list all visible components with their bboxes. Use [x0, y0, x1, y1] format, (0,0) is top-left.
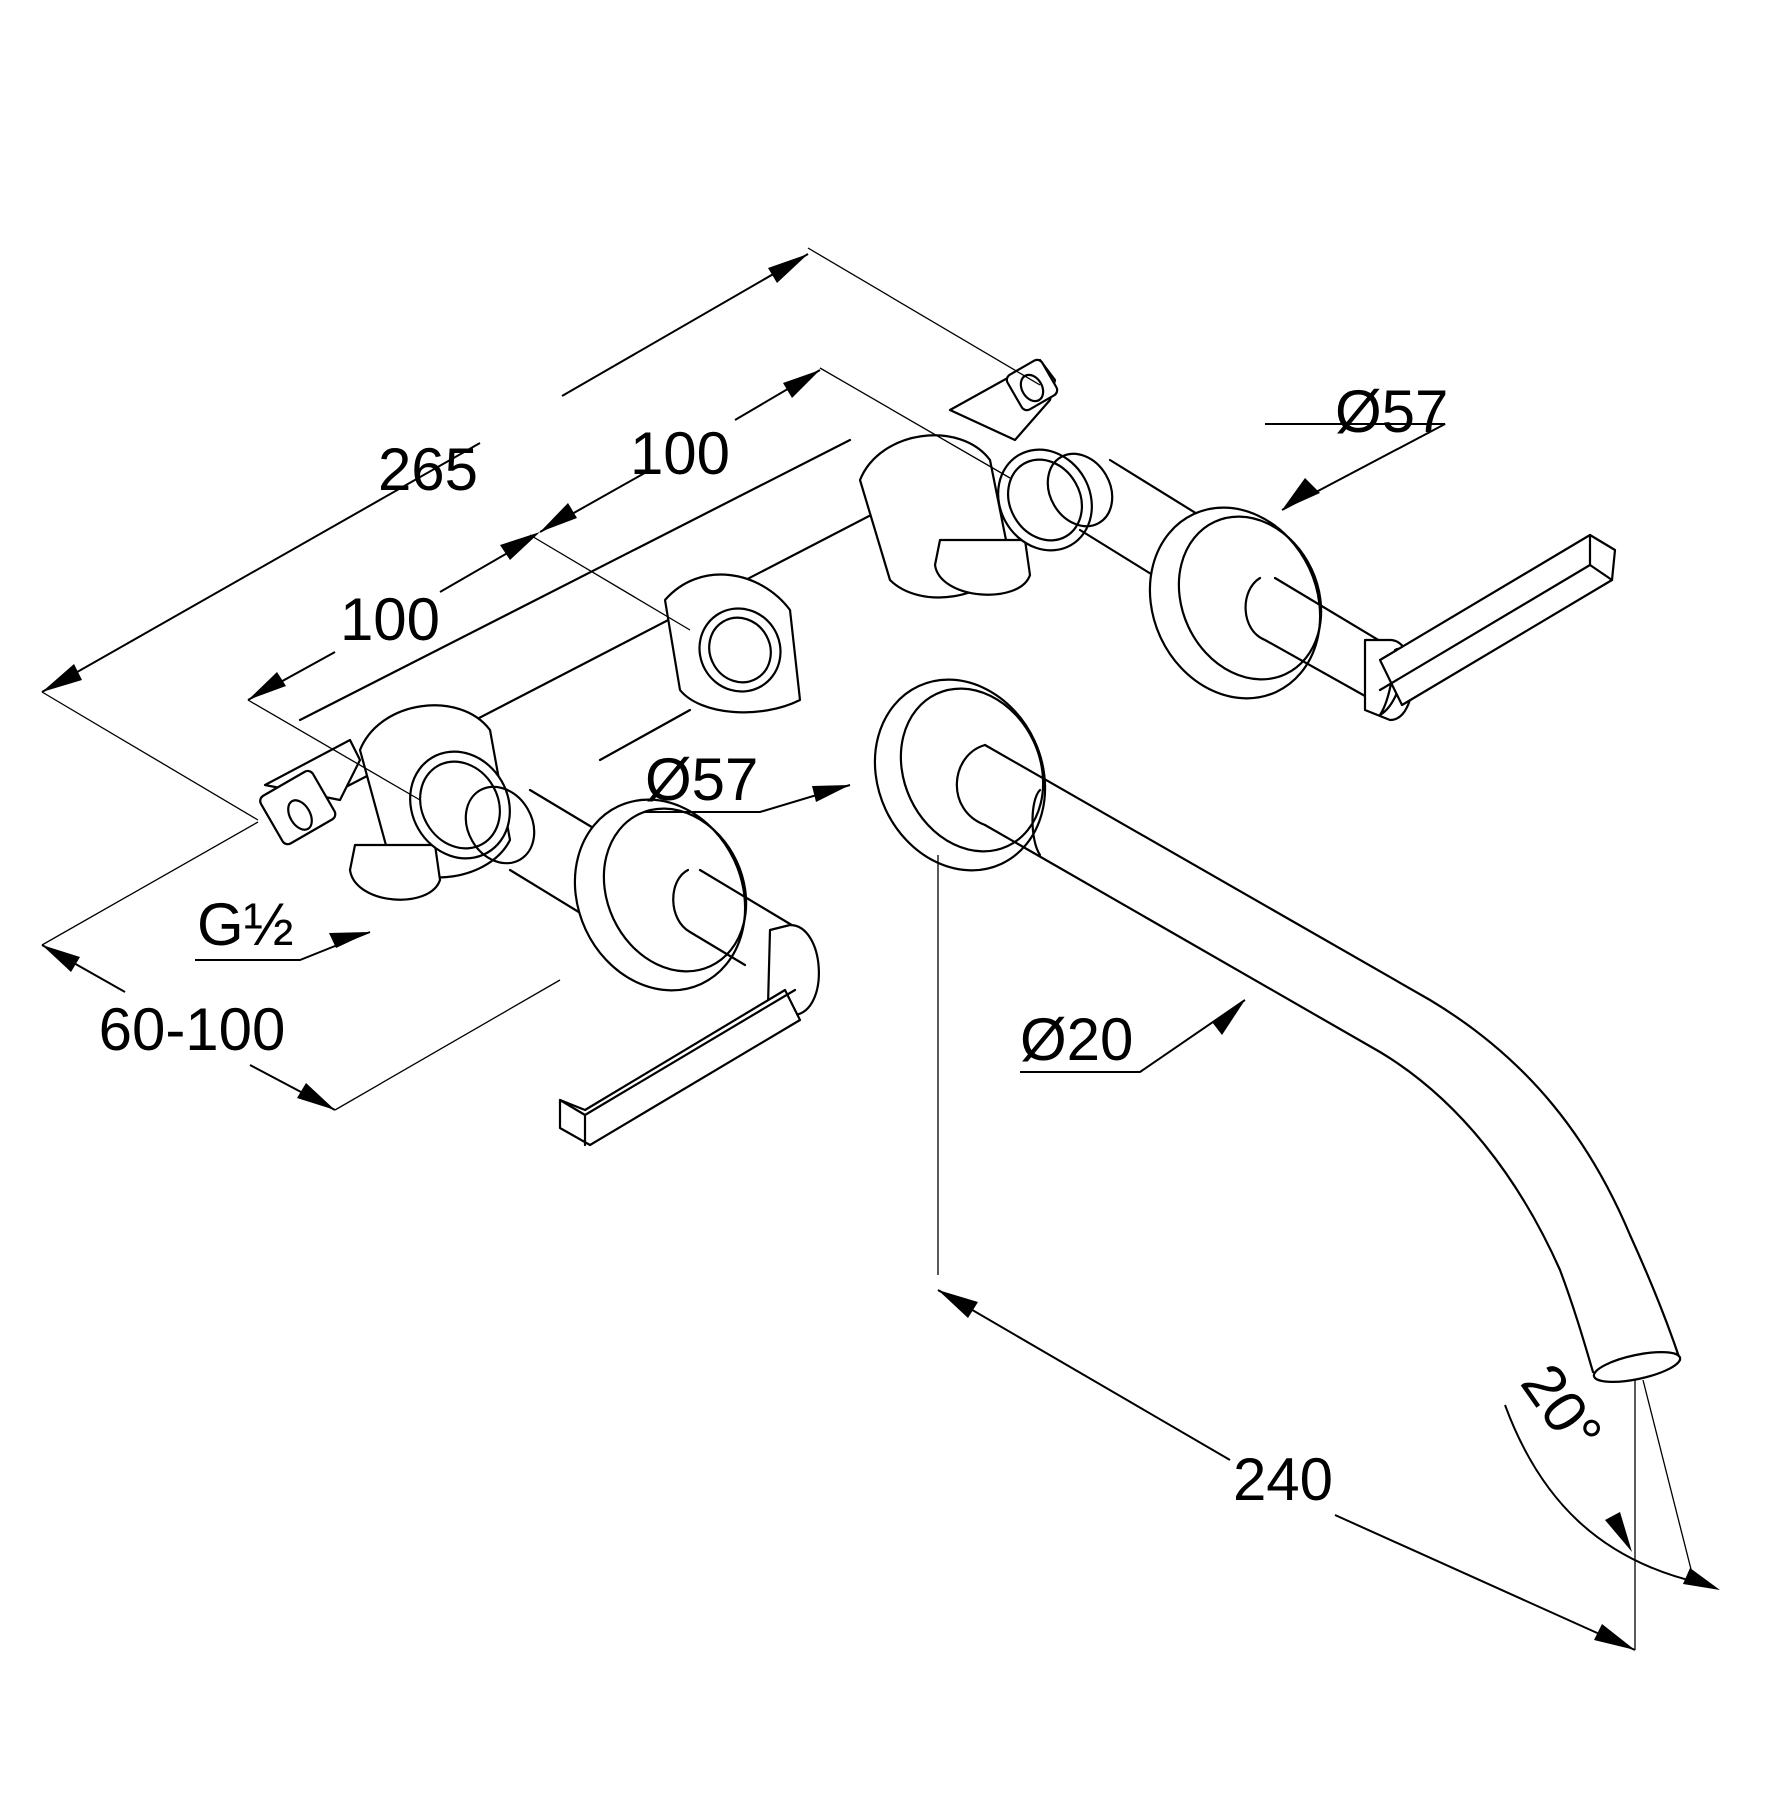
dim-spout-projection: 240 — [1233, 1446, 1333, 1513]
dim-rosette-right: Ø57 — [1335, 378, 1448, 445]
left-handle-valve — [508, 788, 820, 1147]
arrowheads — [42, 254, 1720, 1650]
extension-lines — [41, 247, 1696, 1650]
dim-connection-thread: G½ — [197, 891, 294, 958]
dim-overall-width: 265 — [378, 436, 478, 503]
dimension-labels: 265 100 100 Ø57 Ø57 Ø20 G½ 60-100 240 20… — [99, 378, 1616, 1513]
dim-spout-diameter: Ø20 — [1020, 1006, 1133, 1073]
dim-spacing-lower: 100 — [340, 586, 440, 653]
dim-wall-depth: 60-100 — [99, 996, 286, 1063]
dim-rosette-center: Ø57 — [645, 746, 758, 813]
mounting-body — [259, 358, 1114, 901]
spout — [873, 678, 1682, 1383]
dim-spacing-upper: 100 — [630, 420, 730, 487]
right-handle-valve — [1078, 458, 1617, 722]
